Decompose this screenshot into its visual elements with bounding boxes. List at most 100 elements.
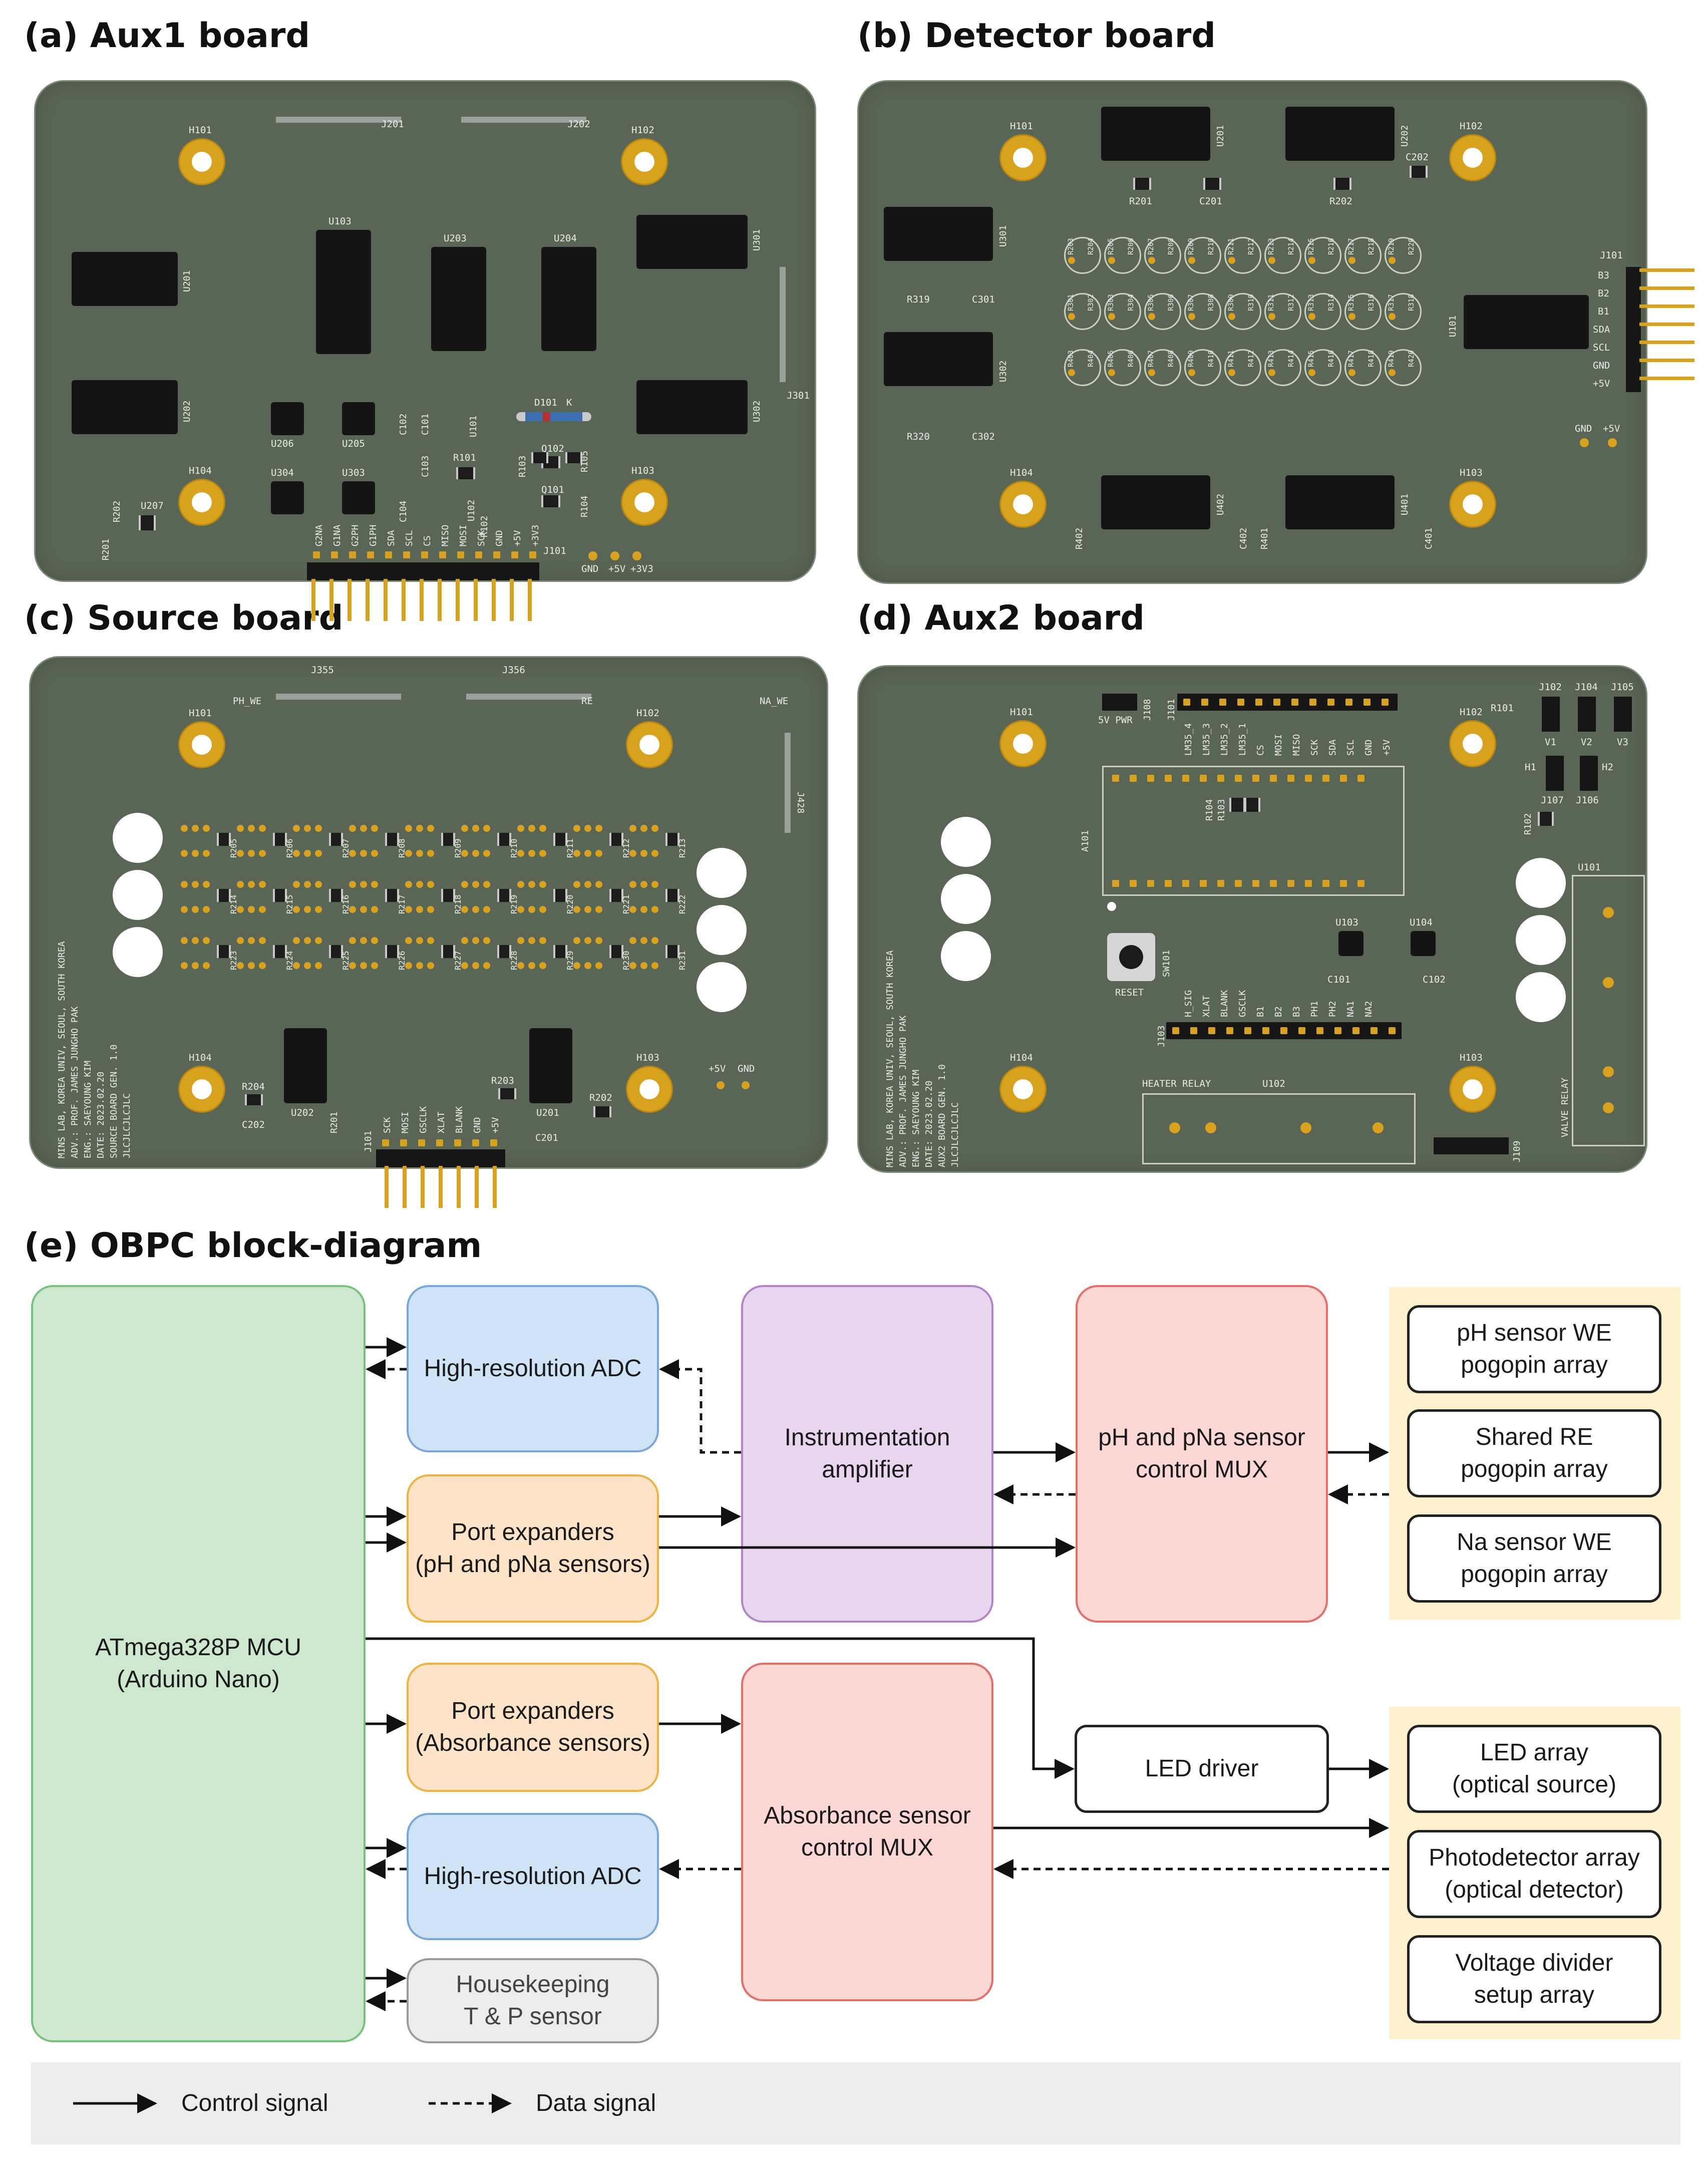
led-pad	[472, 825, 479, 832]
mount-hole	[1001, 482, 1045, 526]
led-pad	[360, 962, 367, 969]
aux1-header-pins	[311, 579, 544, 621]
smd-part	[565, 452, 582, 463]
part-label: R202	[1329, 196, 1352, 207]
photodetector-ring	[1144, 237, 1181, 274]
led-pad	[405, 825, 412, 832]
detector-pad	[1188, 369, 1195, 376]
ic-label: U201	[536, 1107, 559, 1118]
led-pad	[427, 937, 434, 944]
led-pad	[259, 962, 266, 969]
fpc-connector	[780, 267, 786, 382]
reset-button[interactable]	[1107, 933, 1155, 981]
detector-pad	[1308, 369, 1315, 376]
test-pad	[610, 551, 619, 560]
ic-chip	[1338, 931, 1363, 956]
mount-hole	[180, 480, 224, 524]
led-pad	[259, 850, 266, 857]
led-pad	[483, 937, 490, 944]
aux2-board: H101 H102 H104 H103 5V PWR J108 J101 LM3…	[857, 665, 1647, 1173]
led-pad	[416, 881, 423, 888]
photodetector-ring	[1304, 237, 1341, 274]
smd-part	[385, 833, 399, 846]
led-pad	[237, 906, 244, 913]
photodetector-ring	[1224, 293, 1261, 330]
led-pad	[203, 937, 210, 944]
pin-label: B2	[1598, 288, 1609, 299]
led-pad	[528, 906, 535, 913]
led-pad	[461, 937, 468, 944]
connector-label: J107	[1541, 795, 1564, 806]
led-pad	[651, 881, 658, 888]
photodetector-ring	[1224, 237, 1261, 274]
led-pad	[237, 962, 244, 969]
led-pad	[517, 850, 524, 857]
ic-label: U102	[1262, 1078, 1285, 1089]
led-pad	[349, 962, 356, 969]
pogo-hole	[1516, 915, 1566, 965]
net-label: NA_WE	[760, 696, 789, 707]
photodetector-ring	[1184, 293, 1221, 330]
led-pad	[472, 881, 479, 888]
led-pad	[651, 937, 658, 944]
led-pad	[517, 825, 524, 832]
ic-label: U304	[271, 467, 294, 478]
housekeeping-block: Housekeeping T & P sensor	[407, 1958, 659, 2043]
led-pad	[248, 937, 255, 944]
pin-header	[1102, 694, 1137, 711]
test-pad	[742, 1081, 750, 1089]
part-label: K	[566, 397, 572, 408]
led-pad	[315, 881, 322, 888]
led-pad	[584, 962, 591, 969]
led-pad	[483, 962, 490, 969]
power-label: +5V	[709, 1063, 726, 1074]
smd-part	[498, 1088, 516, 1099]
detector-pad	[1148, 313, 1155, 320]
led-pad	[427, 881, 434, 888]
led-pad	[237, 881, 244, 888]
ic-chip	[72, 252, 178, 306]
pin-header	[1626, 267, 1641, 392]
arduino-pins-top	[1112, 775, 1364, 782]
test-pad	[632, 551, 641, 560]
photodetector-ring	[1385, 349, 1422, 386]
smd-part	[217, 945, 231, 958]
relay-pad	[1205, 1122, 1216, 1133]
hole-label: H101	[1010, 707, 1033, 718]
heater-relay-outline	[1142, 1093, 1416, 1164]
smd-part	[1538, 812, 1554, 826]
aux2-label: RESET	[1115, 987, 1144, 998]
legend	[31, 2062, 1680, 2144]
detector-pad	[1348, 257, 1355, 264]
led-pad	[539, 937, 546, 944]
connector-label: J355	[311, 665, 334, 676]
mount-hole	[1001, 1067, 1045, 1111]
led-pad	[203, 906, 210, 913]
led-pad	[237, 825, 244, 832]
led-pad	[517, 962, 524, 969]
detector-pad	[1308, 257, 1315, 264]
jumper	[1614, 697, 1632, 732]
smd-part	[1410, 166, 1428, 178]
mux-block: pH and pNa sensor control MUX	[1076, 1285, 1328, 1623]
smd-part	[441, 889, 455, 902]
photodetector-ring	[1104, 293, 1141, 330]
led-pad	[371, 937, 378, 944]
photodetector-ring	[1184, 349, 1221, 386]
photodetector-ring	[1224, 349, 1261, 386]
control-arrow	[366, 1637, 1075, 1779]
hole-label: H104	[1010, 467, 1033, 478]
aux2-label: 5V PWR	[1098, 715, 1133, 726]
ic-chip	[316, 230, 371, 354]
aux2-label: H2	[1602, 762, 1613, 773]
pin-header	[1434, 1137, 1509, 1154]
led-pad	[416, 850, 423, 857]
ic-label: U103	[1335, 917, 1358, 928]
led-pad	[315, 937, 322, 944]
detector-pad	[1228, 257, 1235, 264]
relay-pad	[1169, 1122, 1180, 1133]
led-array-block: LED array (optical source)	[1407, 1725, 1661, 1813]
hole-label: H102	[1460, 121, 1483, 132]
